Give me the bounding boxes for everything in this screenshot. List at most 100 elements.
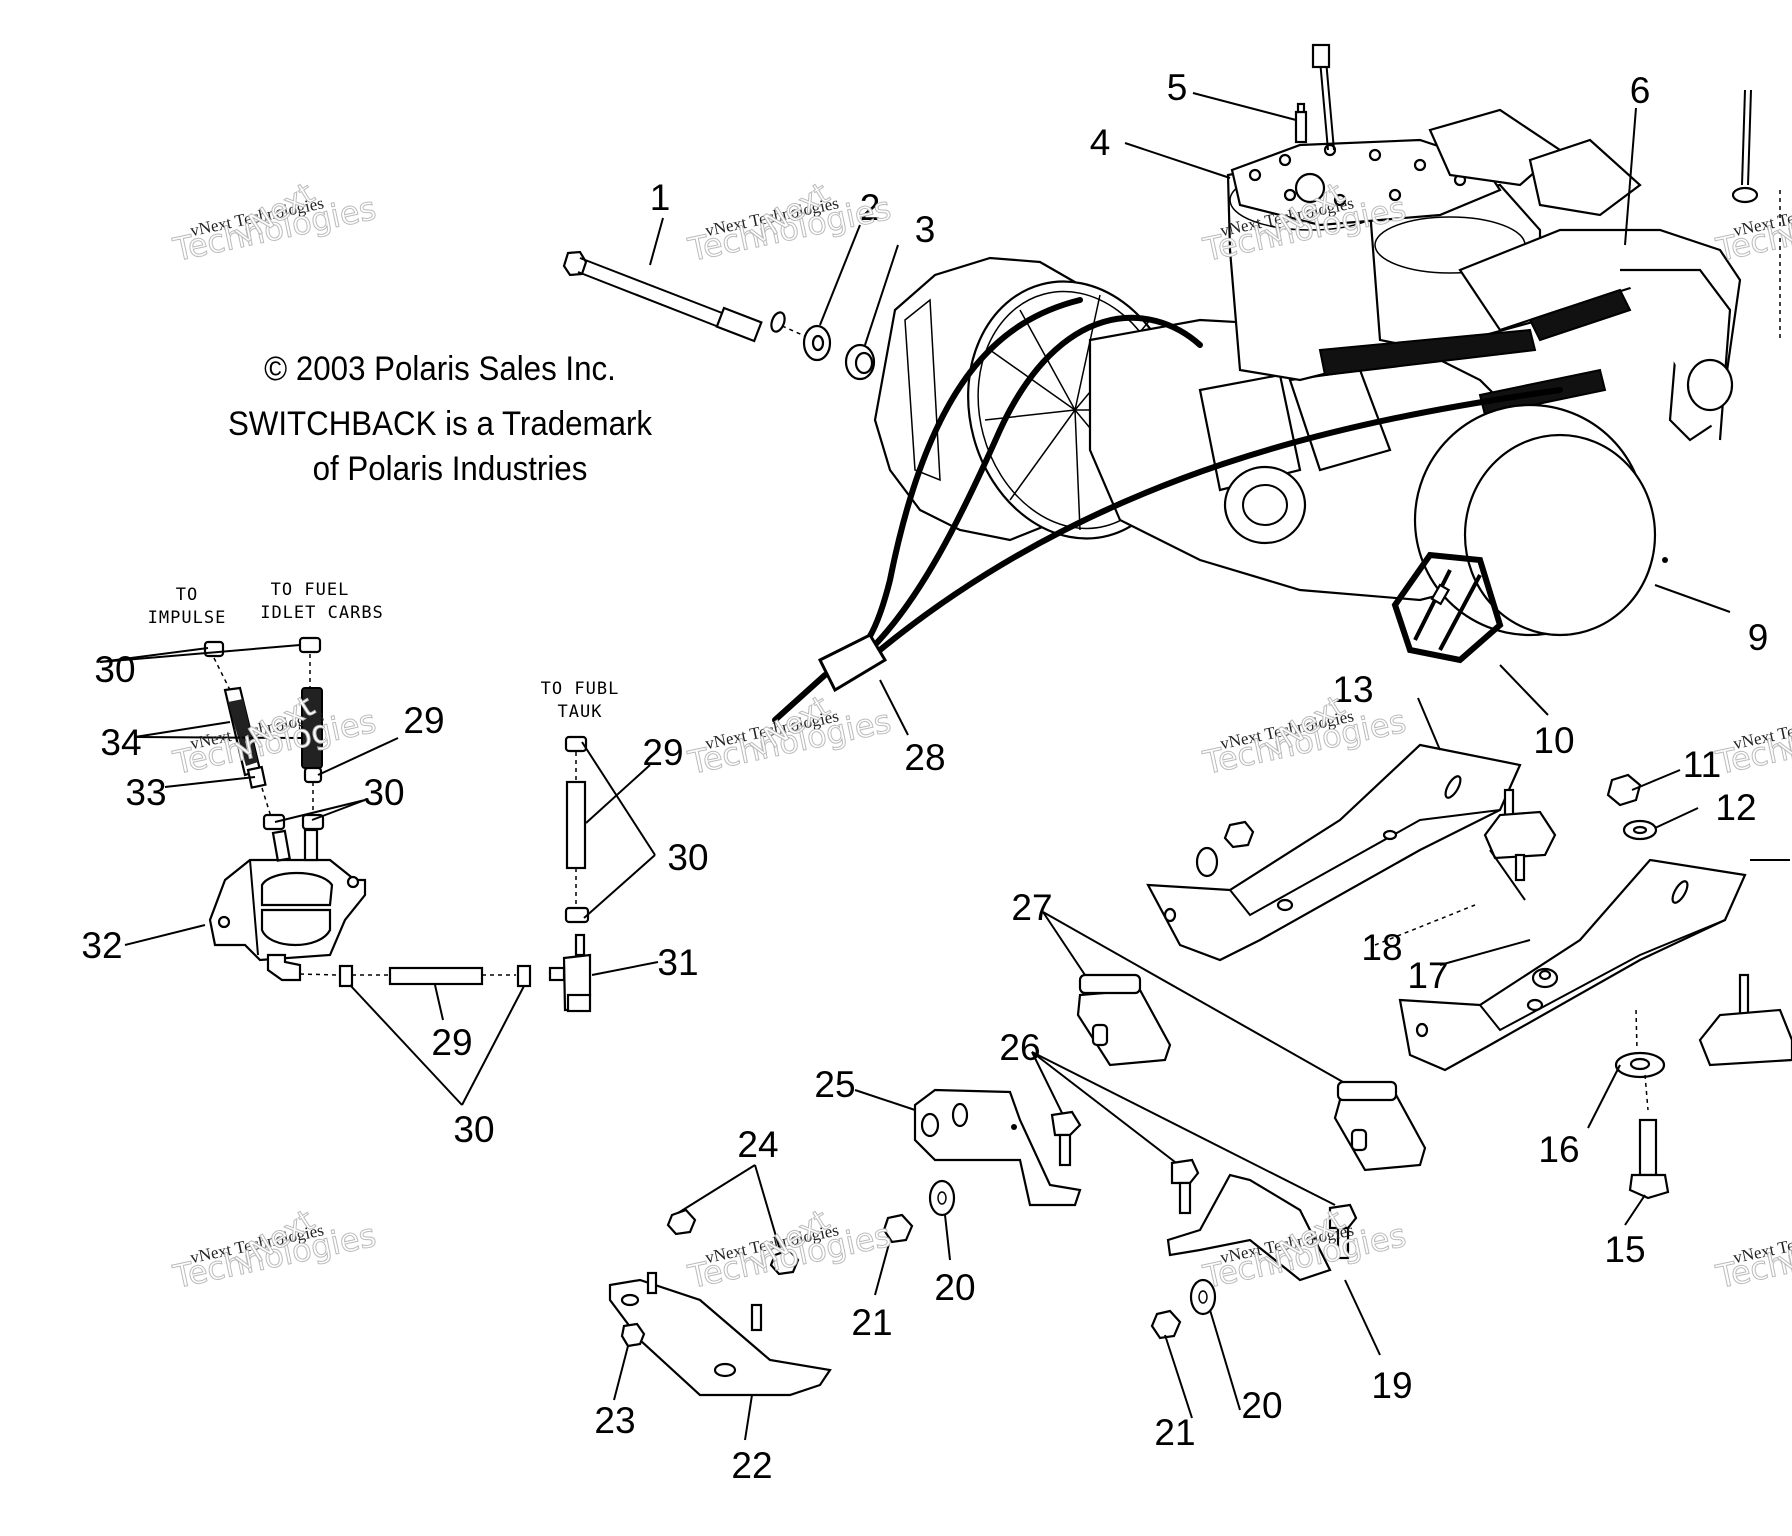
axis-line [1644, 1074, 1649, 1111]
part-21-nut-b[interactable] [1150, 1309, 1182, 1340]
callout-21a[interactable]: 21 [851, 1302, 892, 1343]
callout-27[interactable]: 27 [1011, 887, 1052, 928]
callout-17[interactable]: 17 [1407, 955, 1448, 996]
callout-11[interactable]: 11 [1683, 744, 1721, 785]
callout-19[interactable]: 19 [1371, 1365, 1412, 1406]
part-16-washer[interactable] [1614, 1051, 1666, 1079]
callout-15[interactable]: 15 [1604, 1229, 1645, 1270]
copyright-line-2: SWITCHBACK is a Trademark [227, 405, 653, 443]
callout-20b[interactable]: 20 [1241, 1385, 1282, 1426]
part-26-bolt-a[interactable] [1050, 1110, 1082, 1167]
part-24-nut-b[interactable] [769, 1248, 800, 1276]
callout-3[interactable]: 3 [915, 209, 936, 250]
callout-29a[interactable]: 29 [403, 700, 444, 741]
part-2-washer[interactable] [802, 324, 832, 362]
part-20-washer-a[interactable] [928, 1179, 956, 1217]
part-28-harness[interactable] [772, 297, 1563, 723]
part-11-nut[interactable] [1606, 773, 1642, 807]
part-30-clamp[interactable] [262, 813, 286, 831]
copyright-line-1: © 2003 Polaris Sales Inc. [264, 350, 616, 388]
nut[interactable] [1223, 820, 1255, 849]
note-to-fuel-carbs-line2: IDLET CARBS [260, 603, 384, 623]
part-5-sensor[interactable] [1294, 102, 1308, 144]
callout-30d[interactable]: 30 [453, 1109, 494, 1150]
note-to-impulse-line1: TO [176, 585, 198, 605]
part-31-fuel-valve[interactable] [548, 933, 592, 1013]
axis-line [1635, 1009, 1638, 1051]
callout-9[interactable]: 9 [1748, 617, 1769, 658]
callout-32[interactable]: 32 [81, 925, 122, 966]
callout-30c[interactable]: 30 [667, 837, 708, 878]
washer[interactable] [1195, 846, 1219, 878]
callout-1[interactable]: 1 [650, 177, 671, 218]
part-26-bolt-b[interactable] [1170, 1158, 1200, 1215]
part-34-hose-cover[interactable] [223, 686, 323, 777]
hose-notes: TO IMPULSE TO FUEL IDLET CARBS TO FUBL T… [148, 580, 620, 722]
callout-33[interactable]: 33 [125, 772, 166, 813]
callout-31[interactable]: 31 [657, 942, 698, 983]
part-13b-mount-bracket[interactable] [1398, 858, 1747, 1072]
callout-26[interactable]: 26 [999, 1027, 1040, 1068]
part-30-clamp[interactable] [564, 906, 590, 924]
callout-30a[interactable]: 30 [94, 649, 135, 690]
engine-assembly[interactable] [873, 43, 1781, 664]
callouts: 1 2 3 4 5 6 9 10 11 12 13 15 16 17 18 19… [81, 67, 1768, 1486]
callout-34[interactable]: 34 [100, 722, 141, 763]
callout-12[interactable]: 12 [1715, 787, 1756, 828]
callout-22[interactable]: 22 [731, 1445, 772, 1486]
part-15-bolt[interactable] [1628, 1118, 1670, 1200]
note-to-fuel-carbs-line1: TO FUEL [271, 580, 350, 600]
callout-28[interactable]: 28 [904, 737, 945, 778]
part-3-spacer[interactable] [844, 343, 876, 381]
part-17-nut[interactable] [1531, 967, 1559, 989]
part-20-washer-b[interactable] [1189, 1278, 1217, 1316]
part-25-bracket[interactable] [913, 1088, 1082, 1207]
callout-2[interactable]: 2 [860, 187, 881, 228]
part-24-nut-a[interactable] [666, 1208, 697, 1236]
callout-21b[interactable]: 21 [1154, 1412, 1195, 1453]
callout-25[interactable]: 25 [814, 1064, 855, 1105]
callout-20a[interactable]: 20 [934, 1267, 975, 1308]
part-19-bracket[interactable] [1166, 1173, 1332, 1282]
part-30-clamp[interactable] [338, 964, 354, 988]
callout-30b[interactable]: 30 [363, 772, 404, 813]
rubber-mount-right[interactable] [1698, 973, 1792, 1067]
head-bolts-icon [1248, 143, 1467, 207]
part-12-washer[interactable] [1622, 819, 1658, 841]
part-23-nut[interactable] [620, 1322, 646, 1348]
part-6-exhaust[interactable] [1458, 228, 1742, 442]
part-30-clamp[interactable] [516, 964, 532, 988]
callout-24[interactable]: 24 [737, 1124, 778, 1165]
part-32-fuel-pump[interactable] [208, 828, 367, 982]
copyright-line-3: of Polaris Industries [312, 450, 588, 488]
part-27-rubber-mount-b[interactable] [1333, 1080, 1427, 1172]
axis-line [1374, 904, 1476, 946]
callout-10[interactable]: 10 [1533, 720, 1574, 761]
part-30-clamp[interactable] [564, 735, 588, 753]
part-33-check-valve[interactable] [246, 765, 267, 789]
part-9-recoil-cover[interactable] [1413, 403, 1668, 637]
part-27-rubber-mount-a[interactable] [1076, 973, 1172, 1067]
part-29-fuel-hose-vertical[interactable] [565, 780, 587, 870]
callout-29c[interactable]: 29 [431, 1022, 472, 1063]
note-to-impulse-line2: IMPULSE [148, 608, 227, 628]
callout-18[interactable]: 18 [1361, 927, 1402, 968]
callout-23[interactable]: 23 [594, 1400, 635, 1441]
leader-lines [99, 92, 1790, 1441]
callout-16[interactable]: 16 [1538, 1129, 1579, 1170]
callout-6[interactable]: 6 [1630, 70, 1651, 111]
part-1-bolt[interactable] [562, 250, 787, 343]
callout-29b[interactable]: 29 [642, 732, 683, 773]
callout-5[interactable]: 5 [1167, 67, 1188, 108]
note-to-fuel-tank-line1: TO FUBL [541, 679, 620, 699]
note-to-fuel-tank-line2: TAUK [558, 702, 603, 722]
callout-13[interactable]: 13 [1332, 669, 1373, 710]
callout-4[interactable]: 4 [1090, 122, 1111, 163]
part-29-fuel-hose[interactable] [388, 966, 484, 986]
part-30-clamp[interactable] [298, 636, 322, 654]
part-26-bolt-c[interactable] [1328, 1203, 1358, 1260]
part-13-mount-bracket[interactable] [1146, 743, 1522, 962]
part-21-nut-a[interactable] [882, 1213, 914, 1244]
part-10-recoil-rope[interactable] [1391, 551, 1504, 664]
